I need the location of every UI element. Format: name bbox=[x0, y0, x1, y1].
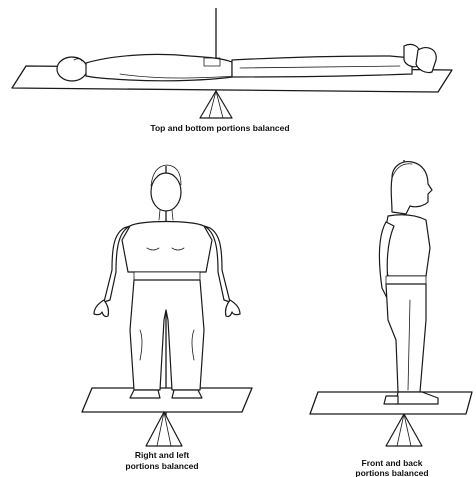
panel-front-figure: Right and left portions balanced bbox=[82, 165, 252, 471]
fulcrum-front bbox=[146, 412, 182, 446]
fulcrum-top bbox=[200, 91, 232, 118]
caption-front-line1: Right and left bbox=[135, 450, 189, 460]
front-person bbox=[94, 165, 240, 398]
caption-top: Top and bottom portions balanced bbox=[150, 123, 289, 133]
fulcrum-side bbox=[386, 414, 422, 446]
caption-side-line2: portions balanced bbox=[355, 468, 428, 477]
lying-person bbox=[57, 44, 436, 81]
side-person bbox=[379, 162, 438, 404]
panel-side-figure: Front and back portions balanced bbox=[310, 160, 472, 477]
board-front bbox=[82, 388, 252, 412]
panel-lying-figure: Top and bottom portions balanced bbox=[12, 8, 452, 133]
caption-front-line2: portions balanced bbox=[125, 461, 198, 471]
caption-side-line1: Front and back bbox=[362, 458, 423, 468]
